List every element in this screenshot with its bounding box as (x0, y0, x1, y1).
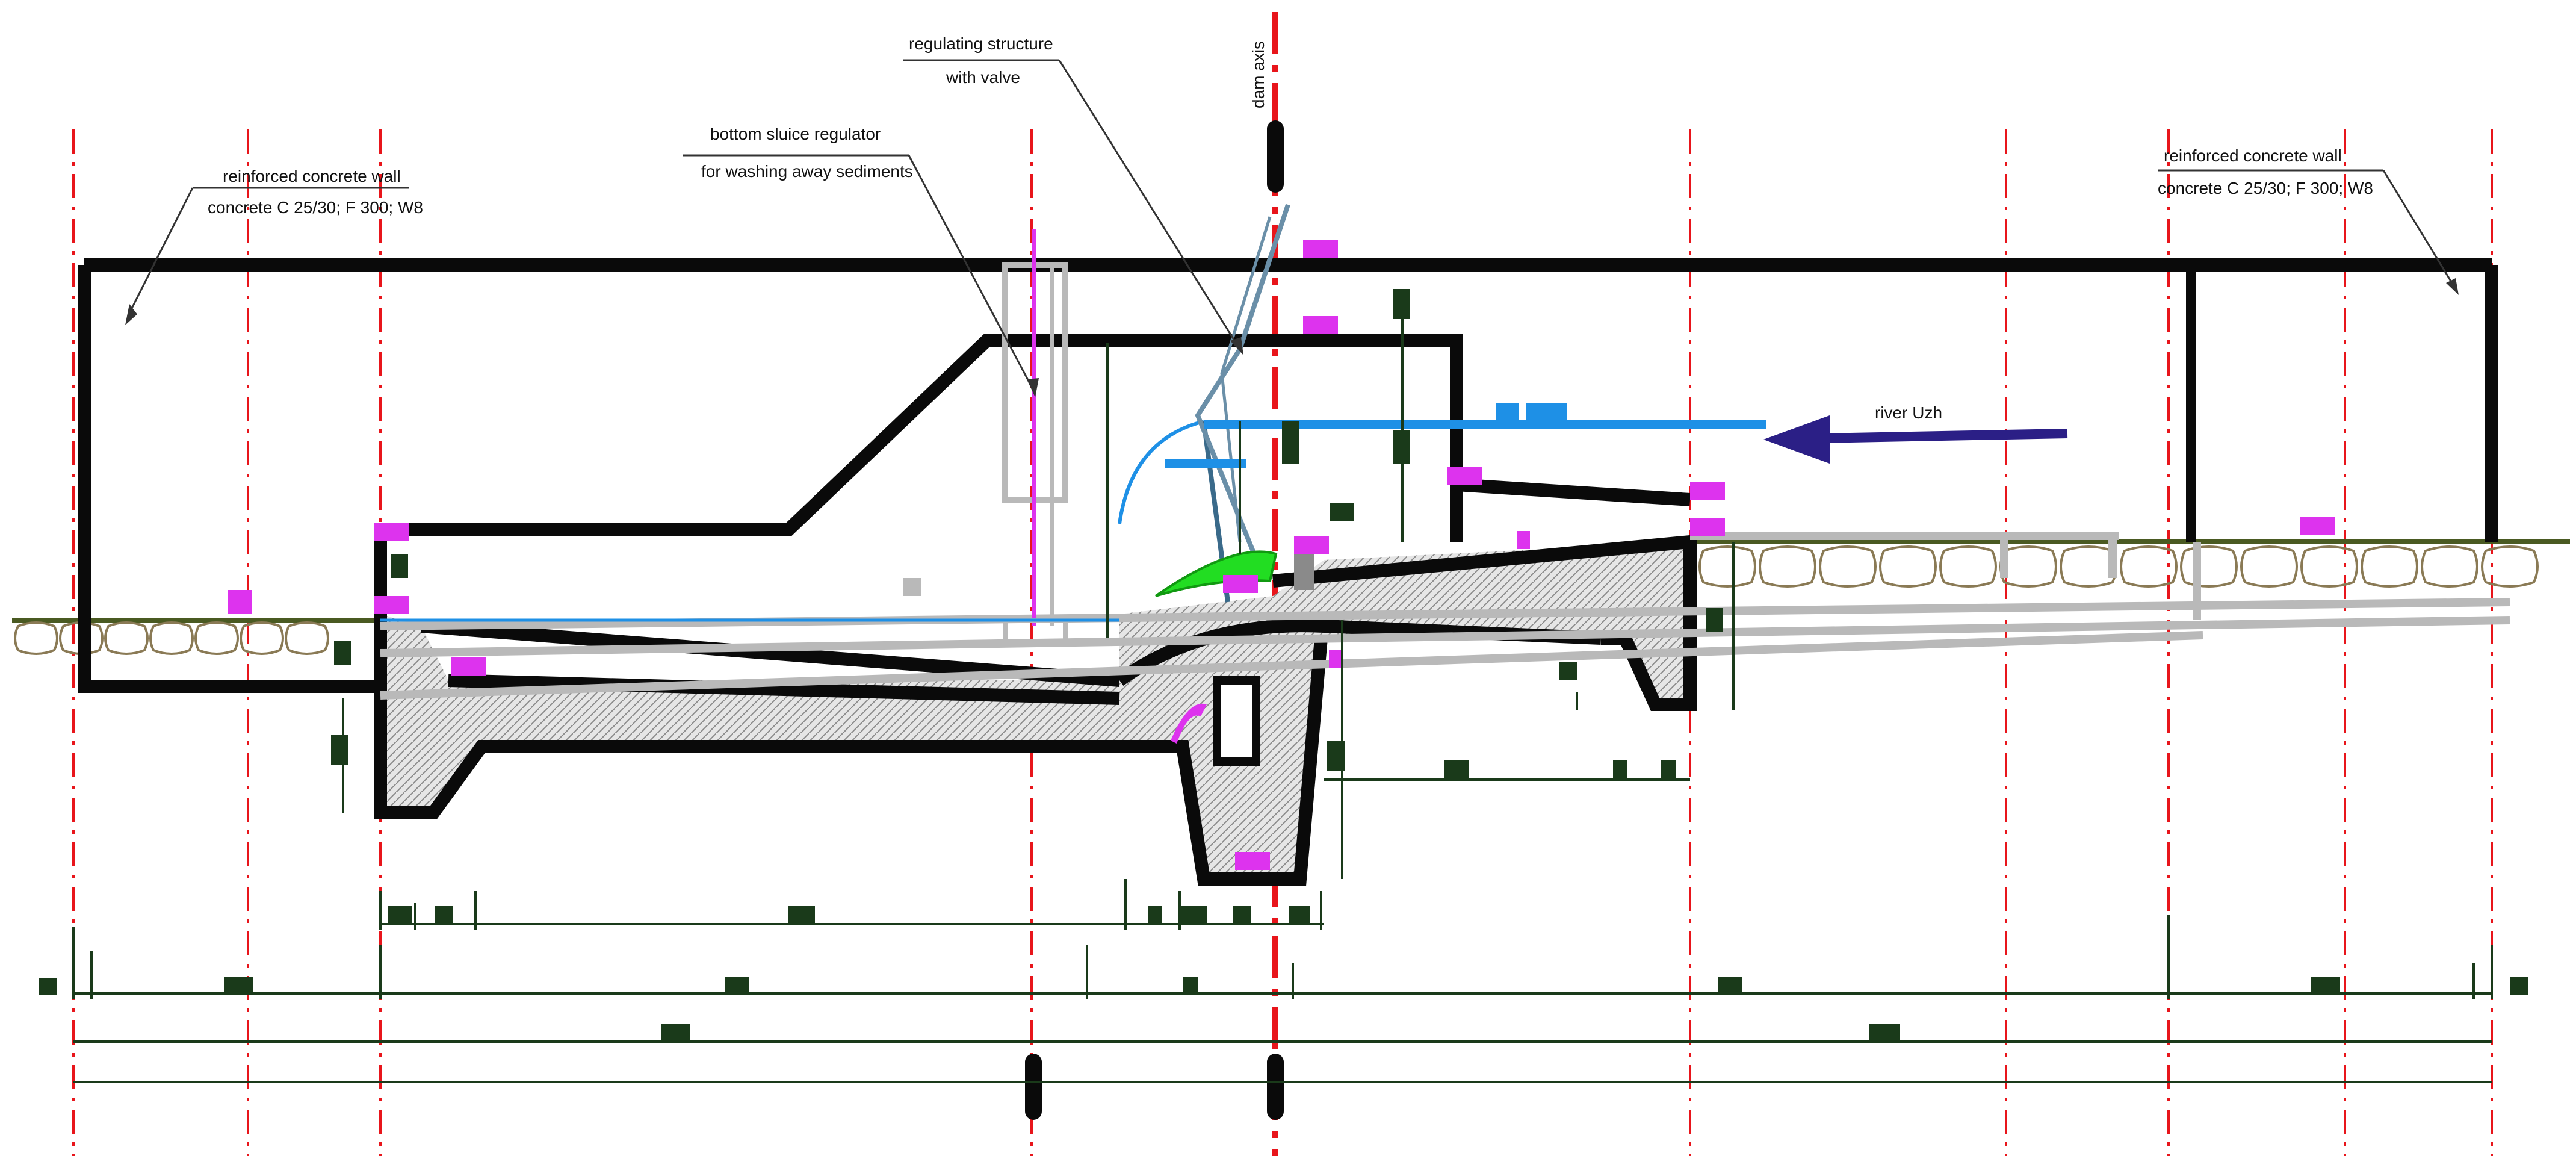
water-marker-1 (1496, 403, 1519, 421)
structure-outline (78, 258, 2498, 886)
dimension-ticks (72, 879, 2493, 999)
dimension-lines (73, 295, 2492, 1083)
right-callout-arrowhead (2446, 278, 2459, 295)
dam-axis-label: dam axis (1249, 41, 1268, 108)
axis-marker-top (1267, 120, 1284, 193)
regulating-structure (1118, 203, 1314, 603)
bottom-sluice-regulator (903, 229, 1068, 644)
bottom-sluice-label-2: for washing away sediments (701, 162, 913, 181)
right-roof (1456, 478, 1691, 506)
gray-pipes (380, 532, 2510, 700)
left-wall-label-2: concrete C 25/30; F 300; W8 (208, 198, 423, 217)
conduit-lower (448, 674, 1120, 705)
valve-arrowhead (1230, 337, 1243, 355)
left-callout-arrowhead (125, 304, 137, 325)
regulator-arrowhead (1027, 378, 1039, 397)
right-wall-label-1: reinforced concrete wall (2164, 146, 2342, 165)
dimension-value-boxes (39, 289, 2528, 1042)
axis-marker-mid (1025, 1054, 1042, 1120)
ground-right (1690, 539, 2570, 588)
left-wall-label-1: reinforced concrete wall (223, 167, 401, 185)
right-wall-label-2: concrete C 25/30; F 300; W8 (2158, 179, 2373, 197)
left-step (374, 530, 1328, 886)
inspection-gallery (1213, 676, 1260, 766)
leader-lines (128, 59, 2457, 392)
sloped-deck (1272, 534, 1697, 711)
bottom-sluice-label-1: bottom sluice regulator (710, 125, 881, 143)
axis-marker-bottom (1267, 1054, 1284, 1120)
elevation-tags (228, 240, 2335, 870)
ground-left (12, 618, 385, 655)
river-flow-arrow (1763, 415, 2068, 464)
water-marker-2 (1526, 403, 1567, 421)
regulating-label-1: regulating structure (909, 34, 1053, 53)
regulating-label-2: with valve (946, 68, 1020, 87)
upper-chamber (380, 334, 1463, 542)
river-label: river Uzh (1875, 403, 1942, 422)
inner-arc (1115, 619, 1602, 686)
